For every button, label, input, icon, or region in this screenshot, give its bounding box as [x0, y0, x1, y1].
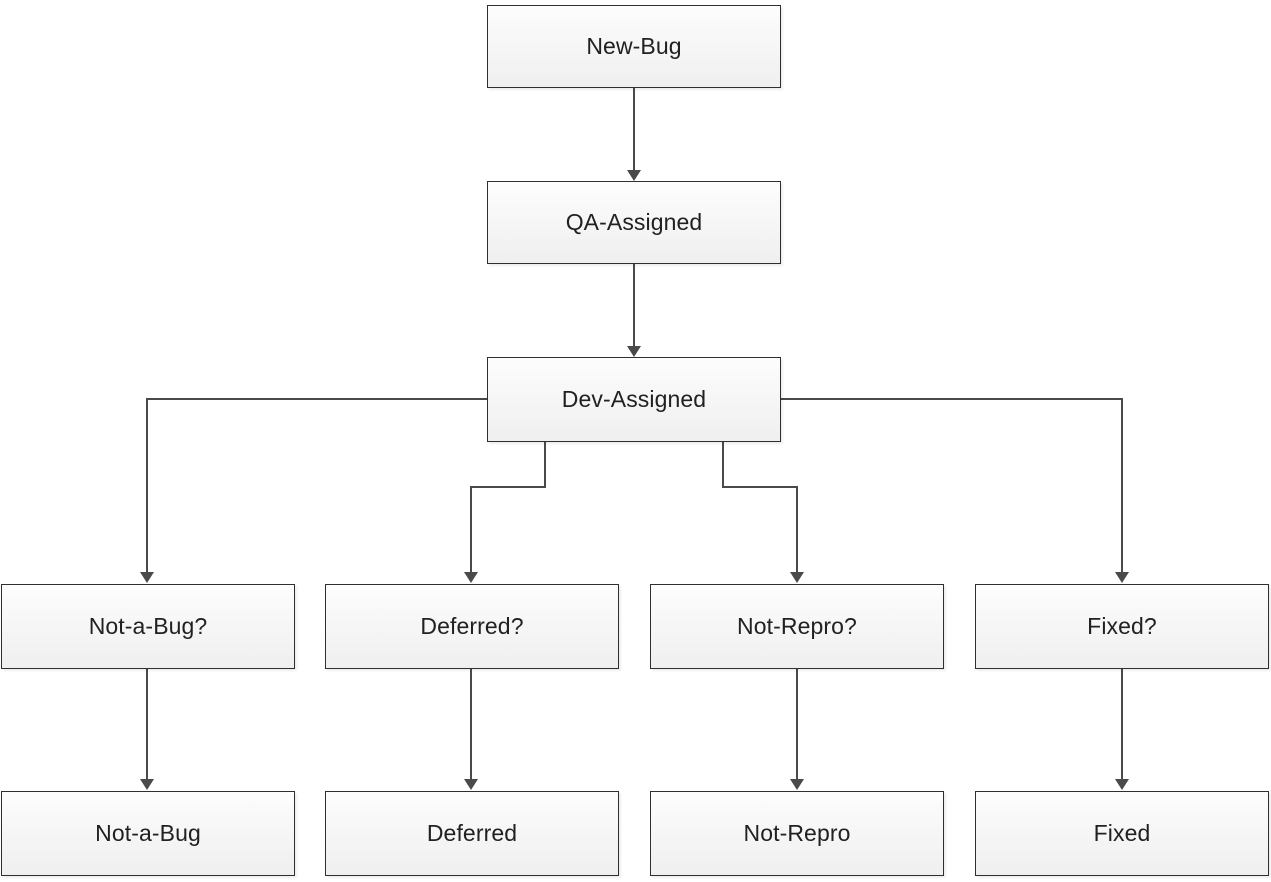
- edge-new-bug-to-qa-assigned-arrowhead: [627, 170, 641, 181]
- edge-dev-assigned-to-not-a-bug-q: [146, 398, 487, 574]
- node-label-fixed-q: Fixed?: [1087, 613, 1157, 639]
- node-qa-assigned[interactable]: QA-Assigned: [487, 181, 781, 264]
- edge-dev-assigned-to-fixed-q: [781, 398, 1123, 574]
- edge-fixed-q-to-fixed-arrowhead: [1115, 779, 1129, 790]
- node-not-a-bug-q[interactable]: Not-a-Bug?: [1, 584, 295, 669]
- node-fixed[interactable]: Fixed: [975, 791, 1269, 876]
- edge-dev-assigned-to-deferred-q: [470, 442, 546, 574]
- node-label-new-bug: New-Bug: [586, 33, 682, 59]
- edge-not-a-bug-q-to-not-a-bug-arrowhead: [140, 779, 154, 790]
- node-not-repro[interactable]: Not-Repro: [650, 791, 944, 876]
- node-label-deferred: Deferred: [426, 820, 518, 846]
- node-fixed-q[interactable]: Fixed?: [975, 584, 1269, 669]
- node-dev-assigned[interactable]: Dev-Assigned: [487, 357, 781, 442]
- edge-not-repro-q-to-not-repro-arrowhead: [790, 779, 804, 790]
- edge-deferred-q-to-deferred-arrowhead: [464, 779, 478, 790]
- node-label-not-repro-q: Not-Repro?: [737, 613, 857, 639]
- node-deferred-q[interactable]: Deferred?: [325, 584, 619, 669]
- edge-dev-assigned-to-fixed-q-arrowhead: [1115, 572, 1129, 583]
- node-label-not-a-bug: Not-a-Bug: [95, 820, 201, 846]
- node-label-qa-assigned: QA-Assigned: [565, 209, 703, 235]
- edge-dev-assigned-to-not-repro-q-arrowhead: [790, 572, 804, 583]
- node-label-dev-assigned: Dev-Assigned: [561, 386, 707, 412]
- node-deferred[interactable]: Deferred: [325, 791, 619, 876]
- node-new-bug[interactable]: New-Bug: [487, 5, 781, 88]
- node-not-repro-q[interactable]: Not-Repro?: [650, 584, 944, 669]
- edge-qa-assigned-to-dev-assigned-arrowhead: [627, 346, 641, 357]
- node-label-fixed: Fixed: [1093, 820, 1151, 846]
- node-label-not-repro: Not-Repro: [743, 820, 851, 846]
- node-label-deferred-q: Deferred?: [420, 613, 524, 639]
- node-not-a-bug[interactable]: Not-a-Bug: [1, 791, 295, 876]
- edge-dev-assigned-to-not-a-bug-q-arrowhead: [140, 572, 154, 583]
- edge-dev-assigned-to-deferred-q-arrowhead: [464, 572, 478, 583]
- edge-dev-assigned-to-not-repro-q: [722, 442, 798, 574]
- node-label-not-a-bug-q: Not-a-Bug?: [88, 613, 208, 639]
